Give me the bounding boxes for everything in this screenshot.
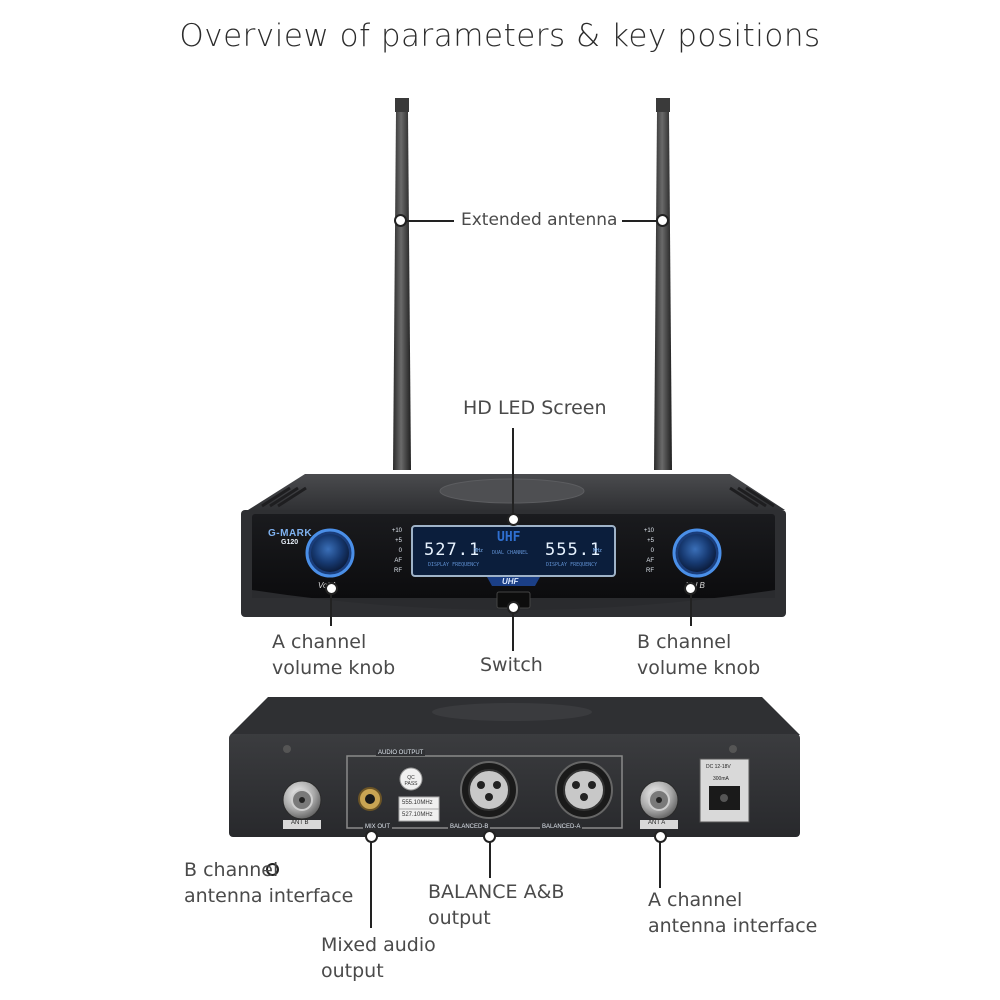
meter-label: +10 [643, 528, 654, 534]
callout-ant-a: A channel antenna interface [648, 887, 817, 939]
callout-ant-b: B channel antenna interface [184, 857, 353, 909]
callout-vol-a: A channel volume knob [272, 629, 395, 681]
callout-ant-b-line2: antenna interface [184, 885, 354, 907]
meter-label: +5 [647, 538, 654, 544]
callout-mixed-line2: output [321, 960, 384, 982]
audio-output-label: AUDIO OUTPUT [376, 750, 426, 756]
meter-label: RF [394, 568, 402, 574]
antenna-a-marker [394, 214, 407, 227]
sticker-freq-1: 555.10MHz [402, 800, 433, 806]
meter-labels-b: +10 +5 0 AF RF [632, 526, 654, 576]
screen-marker [507, 513, 520, 526]
callout-balance: BALANCE A&B output [428, 879, 564, 931]
meter-label: 0 [398, 548, 402, 554]
callout-vol-b-line1: B channel [637, 631, 732, 653]
ant-b-marker [266, 863, 279, 876]
callout-mixed-audio: Mixed audio output [321, 932, 436, 984]
dc-sub-label: 300mA [713, 776, 729, 782]
callout-mixed-line1: Mixed audio [321, 934, 436, 956]
display-freq-a: DISPLAY FREQUENCY [428, 562, 480, 568]
page-title: Overview of parameters & key positions [179, 18, 821, 54]
mhz-b: MHz [593, 548, 603, 554]
knob-a-marker [325, 582, 338, 595]
meter-label: RF [646, 568, 654, 574]
callout-hd-led-screen: HD LED Screen [463, 397, 607, 419]
meter-label: AF [646, 558, 654, 564]
callout-extended-antenna: Extended antenna [461, 210, 618, 230]
antenna-b [654, 98, 672, 470]
callout-balance-line1: BALANCE A&B [428, 881, 565, 903]
uhf-lcd: UHF [497, 530, 521, 545]
mix-out-label: MIX OUT [363, 824, 392, 830]
meter-label: +10 [391, 528, 402, 534]
ant-a-marker [654, 830, 667, 843]
sticker-freq-2: 527.10MHz [402, 812, 433, 818]
meter-label: +5 [395, 538, 402, 544]
qc-sticker: QC PASS [404, 775, 418, 787]
dc-label: DC 12-18V [706, 764, 731, 770]
callout-ant-b-line1: B channel [184, 859, 279, 881]
callout-ant-a-line1: A channel [648, 889, 743, 911]
freq-a-display: 527.1 [424, 540, 481, 560]
balanced-a-label: BALANCED-A [540, 824, 583, 830]
switch-marker [507, 601, 520, 614]
meter-label: AF [394, 558, 402, 564]
callout-vol-b-line2: volume knob [637, 657, 761, 679]
dual-channel: DUAL CHANNEL [492, 550, 529, 556]
ant-a-label: ANT A [648, 820, 666, 826]
callout-balance-line2: output [428, 907, 491, 929]
meter-labels-a: +10 +5 0 AF RF [380, 526, 402, 576]
callout-ant-a-line2: antenna interface [648, 915, 818, 937]
uhf-badge: UHF [502, 577, 519, 586]
display-freq-b: DISPLAY FREQUENCY [546, 562, 598, 568]
brand-label: G-MARK [268, 528, 313, 539]
antenna-a [393, 98, 411, 470]
meter-label: 0 [650, 548, 654, 554]
antenna-b-marker [656, 214, 669, 227]
callout-vol-a-line2: volume knob [272, 657, 396, 679]
freq-b-display: 555.1 [545, 540, 602, 560]
callout-vol-a-line1: A channel [272, 631, 367, 653]
mix-out-marker [365, 830, 378, 843]
model-label: G120 [281, 539, 299, 546]
callout-vol-b: B channel volume knob [637, 629, 760, 681]
mhz-a: MHz [474, 548, 484, 554]
balanced-b-label: BALANCED-B [448, 824, 491, 830]
ant-b-label: ANT B [291, 820, 309, 826]
callout-switch: Switch [480, 654, 543, 676]
